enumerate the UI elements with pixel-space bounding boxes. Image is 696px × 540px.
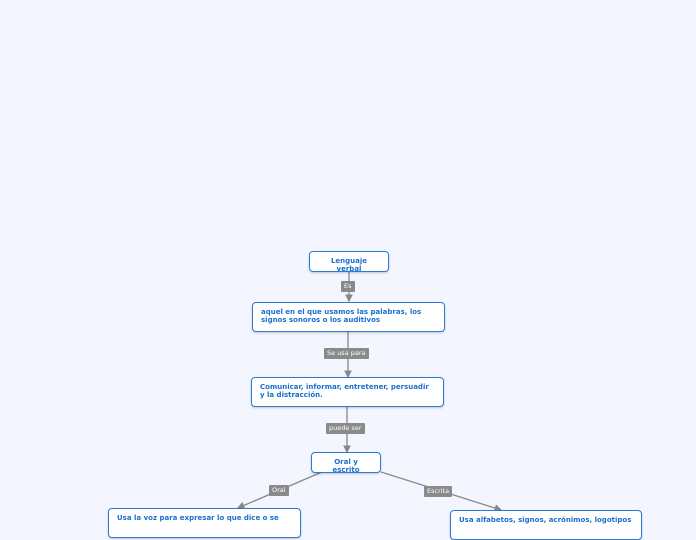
node-uses[interactable]: Comunicar, informar, entretener, persuad… (251, 377, 444, 407)
link-label-oral: Oral (269, 485, 289, 496)
link-label-se-usa-para: Se usa para (324, 348, 369, 359)
link-label-escrita: Escrita (424, 486, 453, 497)
node-oral-y-escrito[interactable]: Oral y escrito (311, 452, 381, 473)
node-escrita[interactable]: Usa alfabetos, signos, acrónimos, logoti… (450, 510, 642, 540)
link-label-es: Es (341, 281, 355, 292)
node-definition[interactable]: aquel en el que usamos las palabras, los… (252, 302, 445, 332)
node-oral[interactable]: Usa la voz para expresar lo que dice o s… (108, 508, 301, 538)
link-label-puede-ser: puede ser (326, 423, 365, 434)
node-lenguaje-verbal[interactable]: Lenguaje verbal (309, 251, 389, 272)
